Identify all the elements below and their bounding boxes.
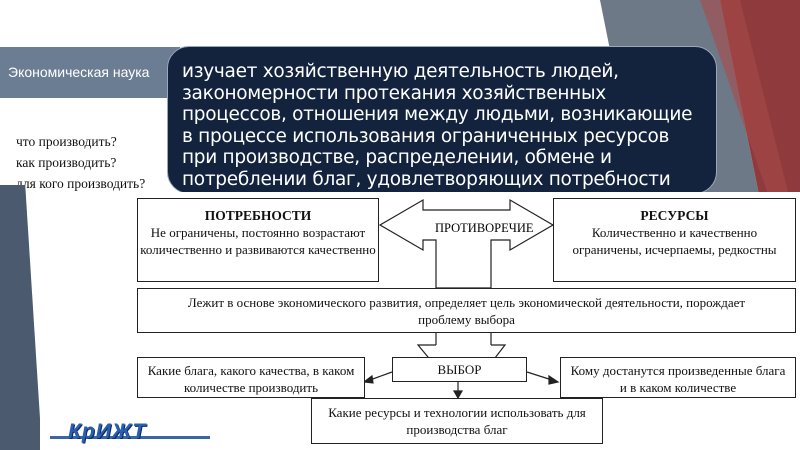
- resources-box: РЕСУРСЫ Количественно и качественно огра…: [553, 198, 796, 282]
- header-band: [0, 47, 180, 98]
- what-box: Какие блага, какого качества, в каком ко…: [137, 357, 365, 398]
- needs-box: ПОТРЕБНОСТИ Не ограничены, постоянно воз…: [137, 198, 379, 282]
- basis-box: Лежит в основе экономического развития, …: [137, 288, 796, 333]
- choice-box: ВЫБОР: [392, 357, 527, 382]
- needs-title: ПОТРЕБНОСТИ: [204, 208, 312, 223]
- contradiction-label: ПРОТИВОРЕЧИЕ: [435, 221, 534, 235]
- question: для кого производить?: [16, 176, 146, 191]
- logo: КрИЖТ: [68, 420, 147, 443]
- header-label: Экономическая наука: [8, 64, 150, 80]
- logo-underline: [50, 436, 210, 439]
- needs-text: Не ограничены, постоянно возрастают коли…: [140, 225, 376, 257]
- resources-title: РЕСУРСЫ: [640, 208, 709, 223]
- definition-box: изучает хозяйственную деятельность людей…: [167, 46, 717, 194]
- question: что производить?: [16, 134, 117, 149]
- whom-box: Кому достанутся произведенные блага и в …: [560, 357, 796, 398]
- questions-list: что производить? как производить? для ко…: [16, 131, 145, 194]
- how-box: Какие ресурсы и технологии использовать …: [311, 398, 603, 444]
- economics-diagram: ПОТРЕБНОСТИ Не ограничены, постоянно воз…: [40, 192, 800, 450]
- resources-text: Количественно и качественно ограничены, …: [572, 225, 777, 257]
- question: как производить?: [16, 155, 117, 170]
